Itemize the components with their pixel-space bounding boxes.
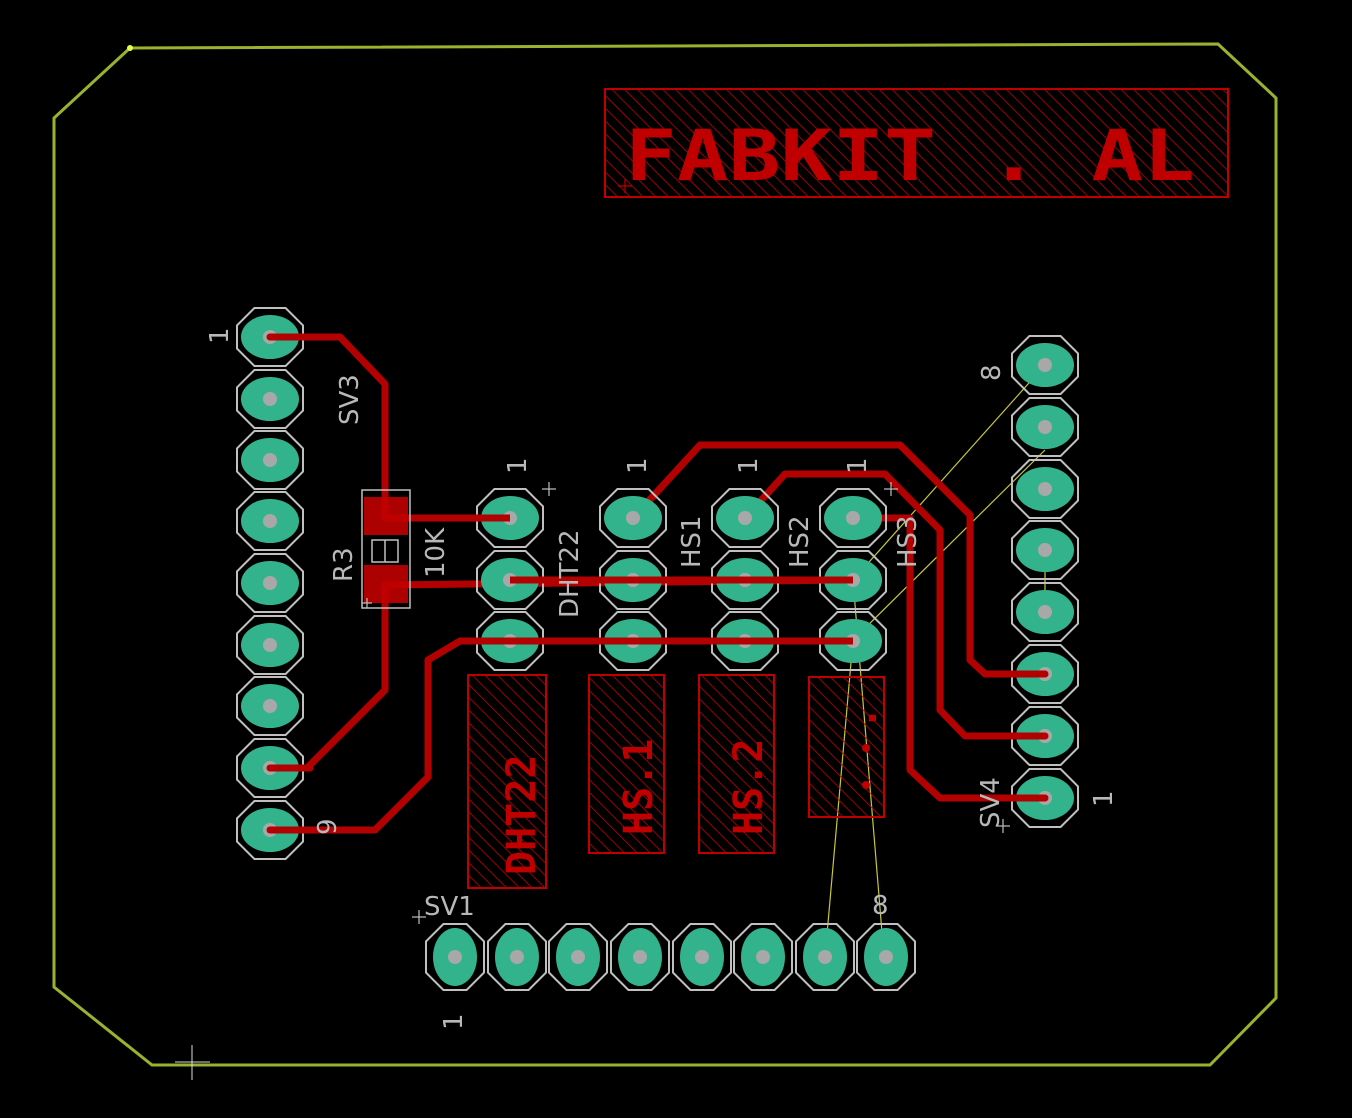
board-title: FABKIT . AL [625, 115, 1195, 197]
sv3-pad-4[interactable] [236, 491, 304, 551]
sv4-pad-4[interactable] [1011, 582, 1079, 642]
sv4-pad-6[interactable] [1011, 459, 1079, 519]
sv1-pad-8[interactable] [856, 923, 916, 991]
sv3-pad-6[interactable] [236, 615, 304, 675]
hs1-pad-1[interactable] [599, 488, 667, 548]
sv3-pad-5[interactable] [236, 553, 304, 613]
hs3-pad-1[interactable] [819, 488, 887, 548]
r3-value-label: 10K [421, 527, 451, 578]
hs2-pad-1[interactable] [711, 488, 779, 548]
sv4-pad-5[interactable] [1011, 520, 1079, 580]
sv3-pad-2[interactable] [236, 369, 304, 429]
sv4-pin1-label: 1 [1089, 790, 1119, 807]
hs3-pin1-label: 1 [843, 457, 873, 474]
hs2-pin1-label: 1 [734, 457, 764, 474]
hs1-body-label: HS.1 [616, 739, 662, 835]
hs3-name-label: HS3 [893, 515, 923, 568]
sv1-pad-1[interactable] [425, 923, 485, 991]
hs1-name-label: HS1 [677, 515, 707, 568]
board-corner-dot [127, 45, 133, 51]
title-block: FABKIT . AL [604, 88, 1229, 198]
sv4-pad-7[interactable] [1011, 397, 1079, 457]
sv3-pad-3[interactable] [236, 430, 304, 490]
hs1-pin1-label: 1 [623, 457, 653, 474]
sv3-pin1-label: 1 [205, 327, 235, 344]
sv1-pad-5[interactable] [672, 923, 732, 991]
sv1-pin8-label: 8 [872, 891, 889, 921]
sv4-pad-8[interactable] [1011, 335, 1079, 395]
part-origin-crosses [362, 482, 1010, 924]
hs2-body-label: HS.2 [726, 739, 772, 835]
part-hs1-outline: HS.1 [588, 674, 665, 854]
sv3-pad-7[interactable] [236, 676, 304, 736]
part-hs2-outline: HS.2 [698, 674, 775, 854]
sv1-pad-2[interactable] [487, 923, 547, 991]
sv1-pin1-label: 1 [439, 1013, 469, 1030]
dht22-pin1-label: 1 [503, 457, 533, 474]
sv4-pin8-label: 8 [977, 364, 1007, 381]
part-hs3-outline: . [808, 676, 886, 818]
dht22-body-label: DHT22 [499, 755, 545, 875]
hs3-body-label: . [840, 706, 886, 730]
board-outline [52, 42, 1278, 1067]
sv1-pad-3[interactable] [548, 923, 608, 991]
sv1-pad-4[interactable] [610, 923, 670, 991]
sv1-pad-7[interactable] [795, 923, 855, 991]
origin-cross-icon [175, 1045, 210, 1080]
sv3-pin9-label: 9 [313, 818, 343, 835]
hs2-name-label: HS2 [785, 515, 815, 568]
sv4-name-label: SV4 [976, 777, 1006, 828]
r3-name-label: R3 [329, 547, 359, 582]
sv3-name-label: SV3 [335, 374, 365, 425]
dht22-name-label: DHT22 [555, 529, 585, 618]
part-dht22-outline: DHT22 [467, 674, 547, 889]
sv1-pad-6[interactable] [733, 923, 793, 991]
resistor-r3[interactable] [361, 489, 411, 609]
sv1-name-label: SV1 [424, 892, 475, 922]
